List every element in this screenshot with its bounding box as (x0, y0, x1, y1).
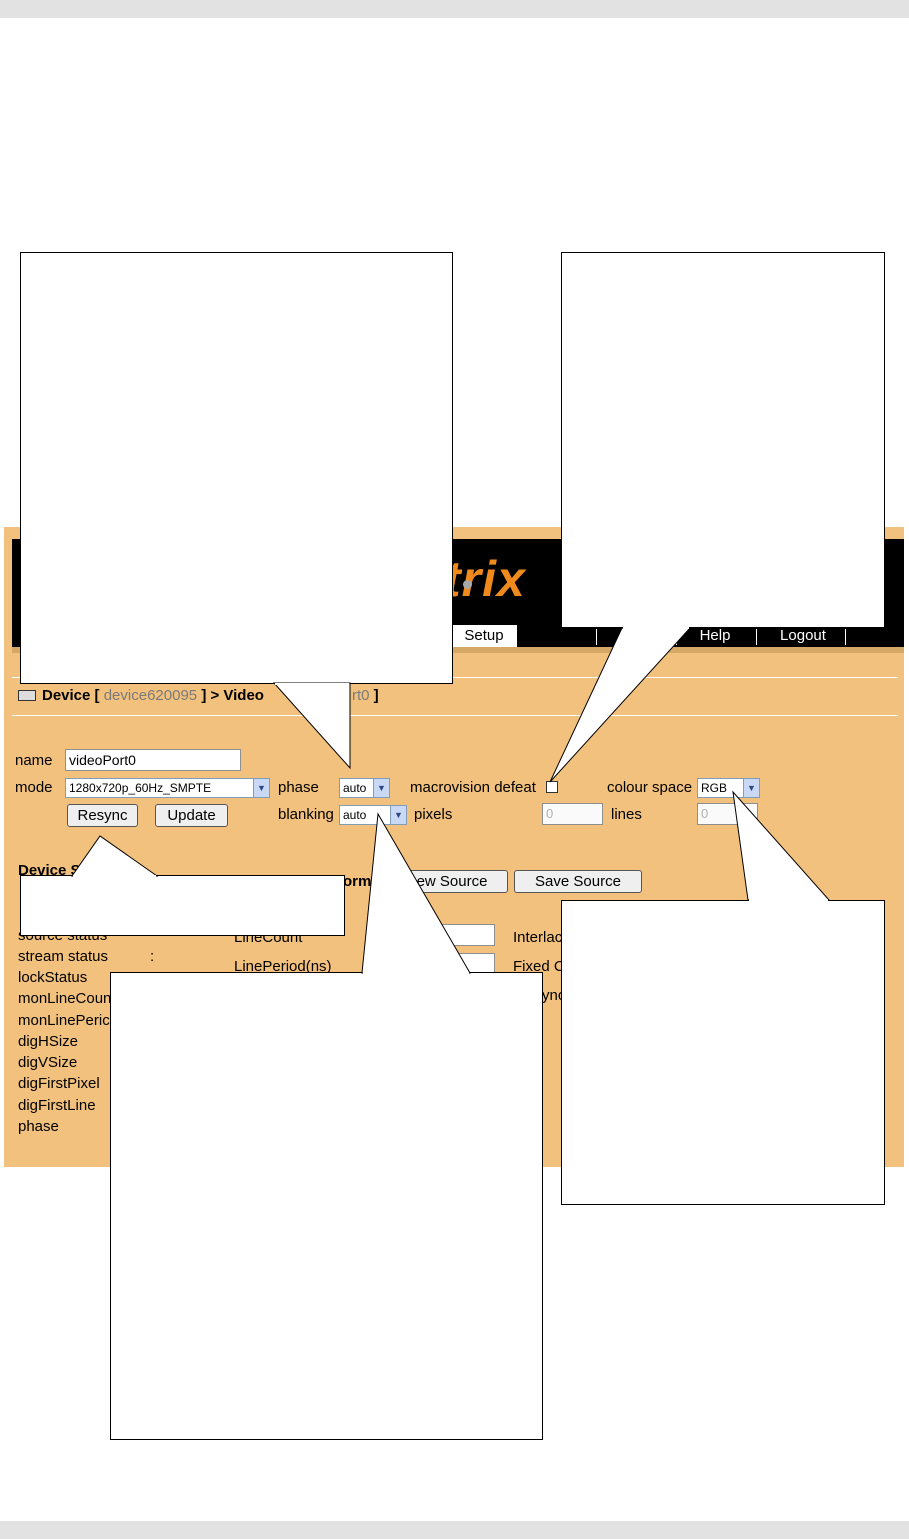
nav-separator (756, 629, 757, 645)
pointer-resync (71, 835, 159, 877)
chevron-down-icon: ▼ (743, 779, 759, 797)
breadcrumb-rule-top (12, 677, 898, 678)
pixels-label: pixels (414, 806, 453, 823)
save-source-button[interactable]: Save Source (514, 870, 642, 893)
chevron-down-icon: ▼ (390, 806, 406, 824)
status-row-dighsize: digHSize (18, 1033, 79, 1050)
pointer-colour-space (732, 790, 831, 901)
status-colon: : (150, 948, 155, 965)
interlace-label-fragment: Interlac (513, 929, 563, 946)
breadcrumb-device-id[interactable]: device620095 (103, 687, 198, 704)
breadcrumb-rule-bottom (12, 715, 898, 716)
mode-label: mode (15, 779, 53, 796)
top-page-band (0, 0, 909, 18)
callout-phase (20, 252, 453, 684)
pointer-blanking (361, 812, 471, 974)
status-row-digvsize: digVSize (18, 1054, 78, 1071)
sync-label-fragment: ync (542, 987, 566, 1004)
brand-logo: trix (444, 551, 526, 607)
bottom-page-band (0, 1521, 909, 1539)
lines-label: lines (611, 806, 642, 823)
blanking-label: blanking (278, 806, 334, 823)
breadcrumb: Device [ device620095 ] > Video rt0 ] (18, 687, 379, 704)
status-row-stream: stream status (18, 948, 109, 965)
nav-separator (845, 629, 846, 645)
breadcrumb-video[interactable]: ] > Video (201, 687, 264, 704)
view-source-button[interactable]: ew Source (397, 870, 508, 893)
phase-select[interactable]: auto ▼ (339, 778, 390, 798)
colour-space-value: RGB (701, 781, 728, 795)
phase-label: phase (278, 779, 319, 796)
status-row-digfirstline: digFirstLine (18, 1097, 96, 1114)
chevron-down-icon: ▼ (253, 779, 269, 797)
status-row-phase: phase (18, 1118, 59, 1135)
pixels-input[interactable]: 0 (542, 803, 603, 825)
device-status-heading: Device S (18, 862, 81, 879)
pointer-macrovision (549, 627, 692, 783)
nav-separator (596, 629, 597, 645)
blanking-select[interactable]: auto ▼ (339, 805, 407, 825)
pointer-phase (272, 682, 351, 770)
colour-space-select[interactable]: RGB ▼ (697, 778, 760, 798)
colour-space-label: colour space (607, 779, 693, 796)
status-row-monlineperiod: monLinePeric (18, 1012, 110, 1029)
device-icon (18, 690, 36, 701)
breadcrumb-close: ] (373, 687, 379, 704)
macrovision-label: macrovision defeat (410, 779, 536, 796)
breadcrumb-device-label: Device [ (42, 687, 100, 704)
callout-resync (20, 875, 345, 936)
mode-select[interactable]: 1280x720p_60Hz_SMPTE ▼ (65, 778, 270, 798)
name-input[interactable]: videoPort0 (65, 749, 241, 771)
mode-value: 1280x720p_60Hz_SMPTE (69, 781, 212, 795)
callout-macrovision (561, 252, 885, 628)
nav-help[interactable]: Help (699, 627, 731, 644)
status-row-lock: lockStatus (18, 969, 88, 986)
fixed-label-fragment: Fixed C (513, 958, 565, 975)
phase-value: auto (343, 781, 367, 795)
logo-dot-icon (463, 580, 472, 589)
macrovision-checkbox[interactable] (546, 781, 558, 793)
nav-logout[interactable]: Logout (780, 627, 826, 644)
update-button[interactable]: Update (155, 804, 228, 827)
name-label: name (15, 752, 53, 769)
callout-blanking (110, 972, 543, 1440)
chevron-down-icon: ▼ (373, 779, 389, 797)
nav-setup[interactable]: Setup (451, 625, 517, 647)
blanking-value: auto (343, 808, 367, 822)
header-stripe (12, 647, 904, 653)
status-row-monlinecount: monLineCoun (18, 990, 112, 1007)
resync-button[interactable]: Resync (67, 804, 138, 827)
breadcrumb-port: rt0 (351, 687, 370, 704)
callout-colour-space (561, 900, 885, 1205)
status-row-digfirstpixel: digFirstPixel (18, 1075, 100, 1092)
lineperiod-label: LinePeriod(ns) (234, 958, 332, 975)
